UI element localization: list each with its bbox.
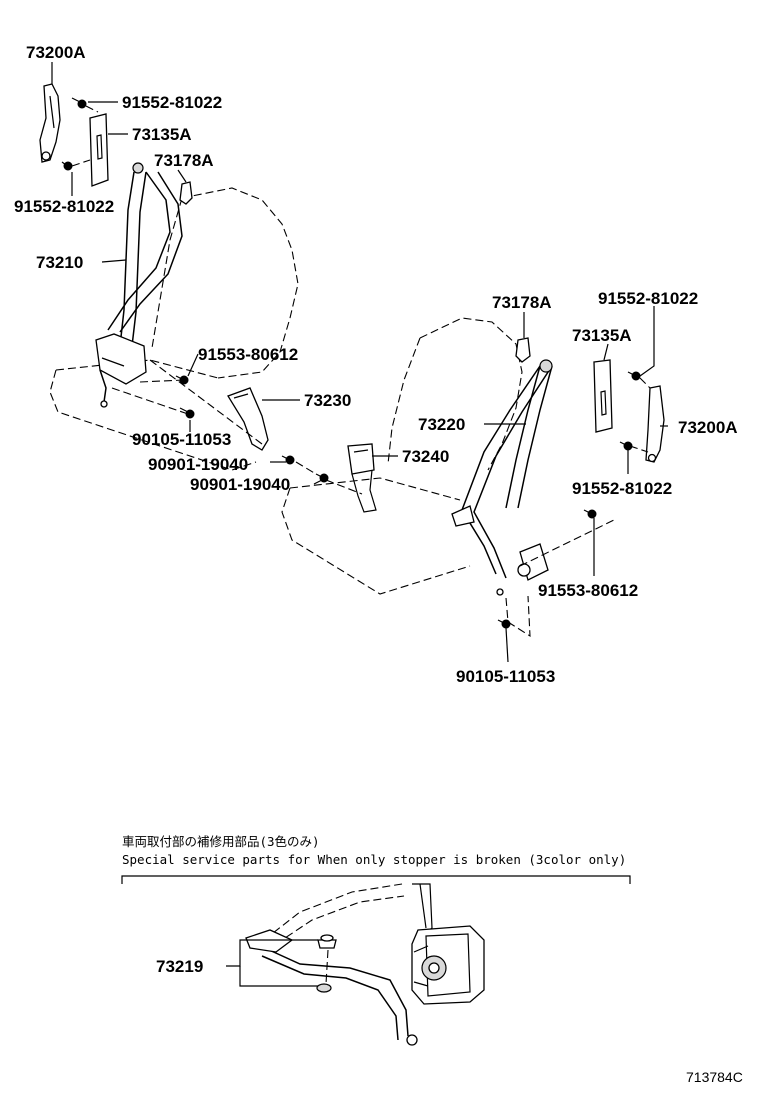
- label-73200A-right: 73200A: [678, 418, 738, 437]
- label-91552-top2: 91552-81022: [14, 197, 114, 216]
- buckle-73240: [347, 443, 377, 513]
- label-91553-left: 91553-80612: [198, 345, 298, 364]
- left-bolts: [61, 97, 329, 483]
- right-belt-73220: [451, 337, 665, 596]
- label-73178A-left: 73178A: [154, 151, 214, 170]
- label-90901-b: 90901-19040: [190, 475, 290, 494]
- label-73219: 73219: [156, 957, 203, 976]
- label-73210: 73210: [36, 253, 83, 272]
- label-73178A-right: 73178A: [492, 293, 552, 312]
- label-73135A-left: 73135A: [132, 125, 192, 144]
- label-91552-right2: 91552-81022: [572, 479, 672, 498]
- label-73240: 73240: [402, 447, 449, 466]
- note-japanese: 車両取付部の補修用部品(3色のみ): [122, 834, 320, 849]
- label-91553-right: 91553-80612: [538, 581, 638, 600]
- attachment-dash-lines: [71, 105, 651, 638]
- label-90901-a: 90901-19040: [148, 455, 248, 474]
- label-73200A-top: 73200A: [26, 43, 86, 62]
- leader-lines: [51, 62, 668, 663]
- note-bracket: [121, 875, 631, 884]
- note-english: Special service parts for When only stop…: [122, 852, 626, 867]
- label-91552-right1: 91552-81022: [598, 289, 698, 308]
- left-seat-outline: [49, 187, 299, 471]
- left-belt-73210: [39, 83, 193, 408]
- detail-stopper-view: [226, 883, 485, 1046]
- right-bolts: [497, 371, 641, 629]
- diagram-code: 713784C: [686, 1069, 743, 1085]
- label-73220: 73220: [418, 415, 465, 434]
- label-90105-left: 90105-11053: [132, 430, 231, 449]
- label-91552-top1: 91552-81022: [122, 93, 222, 112]
- label-73230: 73230: [304, 391, 351, 410]
- label-90105-right: 90105-11053: [456, 667, 555, 686]
- buckle-73230: [227, 387, 269, 451]
- label-73135A-right: 73135A: [572, 326, 632, 345]
